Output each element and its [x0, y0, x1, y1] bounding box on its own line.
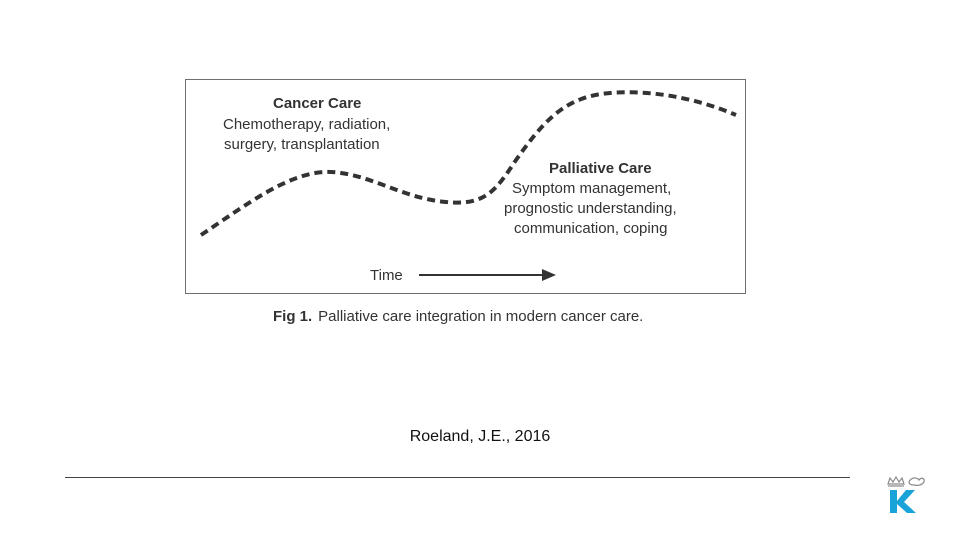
k-letter-icon: [890, 490, 916, 513]
cancer-care-line-1: Chemotherapy, radiation,: [223, 116, 390, 133]
figure-diagram: Cancer Care Chemotherapy, radiation, sur…: [199, 90, 737, 284]
time-arrow-icon: [419, 269, 556, 281]
cancer-care-line-2: surgery, transplantation: [224, 136, 380, 153]
figure-caption: Fig 1. Palliative care integration in mod…: [273, 308, 643, 325]
figure-caption-text: Palliative care integration in modern ca…: [318, 308, 644, 325]
k-crown-logo: [884, 470, 932, 523]
figure-number: Fig 1.: [273, 308, 313, 325]
seal-icon: [908, 477, 925, 486]
footer-divider: [65, 477, 850, 478]
care-trajectory-curve: [199, 90, 737, 237]
palliative-care-line-3: communication, coping: [514, 220, 667, 237]
palliative-care-title: Palliative Care: [549, 160, 652, 177]
figure-panel: Cancer Care Chemotherapy, radiation, sur…: [185, 79, 746, 294]
time-label: Time: [370, 267, 403, 284]
citation: Roeland, J.E., 2016: [409, 428, 551, 445]
cancer-care-title: Cancer Care: [273, 95, 361, 112]
palliative-care-line-1: Symptom management,: [512, 180, 671, 197]
palliative-care-line-2: prognostic understanding,: [504, 200, 677, 217]
crown-icon: [887, 475, 905, 487]
